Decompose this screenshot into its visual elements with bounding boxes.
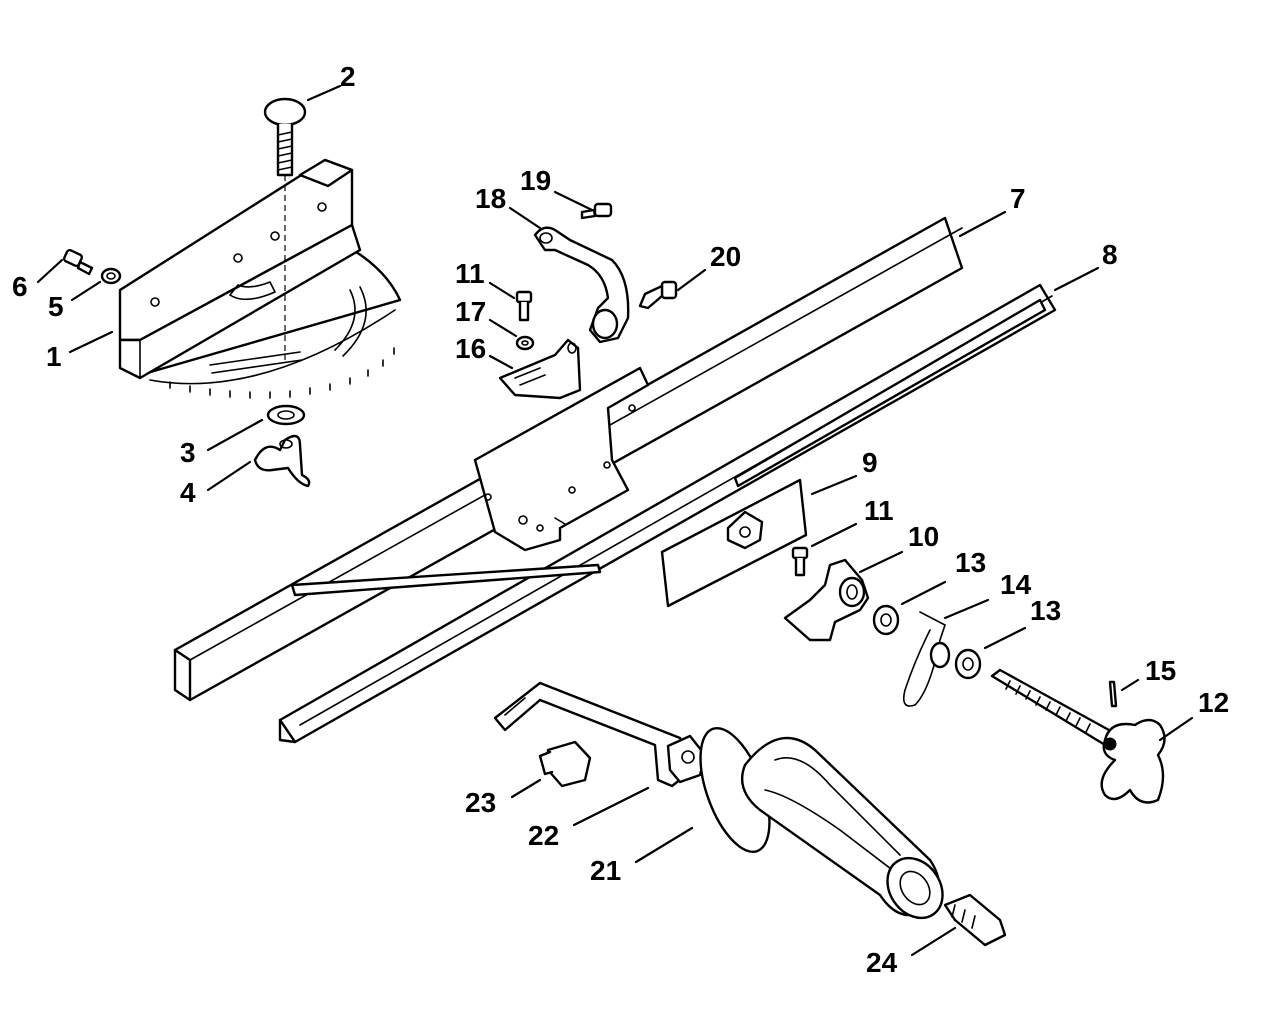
part-washer-3 <box>266 404 306 426</box>
leader-lines <box>36 84 1194 957</box>
callout-19: 19 <box>520 165 551 196</box>
callout-18: 18 <box>475 183 506 214</box>
callout-1: 1 <box>46 341 62 372</box>
callout-16: 16 <box>455 333 486 364</box>
callout-21: 21 <box>590 855 621 886</box>
part-grip-21 <box>699 726 944 920</box>
part-screw-19 <box>580 202 613 220</box>
part-handle-bracket-22 <box>493 681 707 788</box>
part-nut-13a <box>872 604 900 636</box>
callout-12: 12 <box>1198 687 1229 718</box>
callout-labels: 2 6 5 1 3 4 19 18 20 11 17 16 7 8 9 11 1… <box>12 61 1229 978</box>
callout-24: 24 <box>866 947 898 978</box>
callout-20: 20 <box>710 241 741 272</box>
callout-17: 17 <box>455 296 486 327</box>
part-bracket-16 <box>498 338 582 400</box>
part-bracket-10 <box>783 558 870 642</box>
part-pin-15 <box>1108 680 1118 708</box>
callout-7: 7 <box>1010 183 1026 214</box>
callout-4: 4 <box>180 477 196 508</box>
part-screw-20 <box>638 280 678 310</box>
part-carriage-bolt <box>263 97 307 177</box>
callout-14: 14 <box>1000 569 1032 600</box>
callout-13-upper: 13 <box>955 547 986 578</box>
callout-6: 6 <box>12 271 28 302</box>
callout-2: 2 <box>340 61 356 92</box>
callout-13-lower: 13 <box>1030 595 1061 626</box>
part-bolt-23 <box>538 740 592 788</box>
callout-8: 8 <box>1102 239 1118 270</box>
part-rail-8 <box>278 283 1057 744</box>
callout-23: 23 <box>465 787 496 818</box>
callout-5: 5 <box>48 291 64 322</box>
callout-15: 15 <box>1145 655 1176 686</box>
part-wing-nut-4 <box>253 434 311 488</box>
part-screw-11b <box>791 546 809 577</box>
part-spring-14 <box>902 611 951 707</box>
part-screw-6 <box>63 248 94 276</box>
part-clamp-arm-18 <box>533 226 630 344</box>
callout-22: 22 <box>528 820 559 851</box>
callout-10: 10 <box>908 521 939 552</box>
part-miter-gauge-head <box>118 158 402 399</box>
part-washer-17 <box>515 335 535 351</box>
part-nut-13b <box>954 648 982 680</box>
part-screw-11a <box>515 290 533 322</box>
part-bolt-24 <box>943 893 1007 947</box>
callout-11-upper: 11 <box>455 258 485 289</box>
part-knob-12 <box>990 668 1166 804</box>
part-washer-5 <box>100 267 122 285</box>
callout-11-lower: 11 <box>864 495 894 526</box>
part-plate-9 <box>660 478 808 608</box>
callout-3: 3 <box>180 437 196 468</box>
callout-9: 9 <box>862 447 878 478</box>
